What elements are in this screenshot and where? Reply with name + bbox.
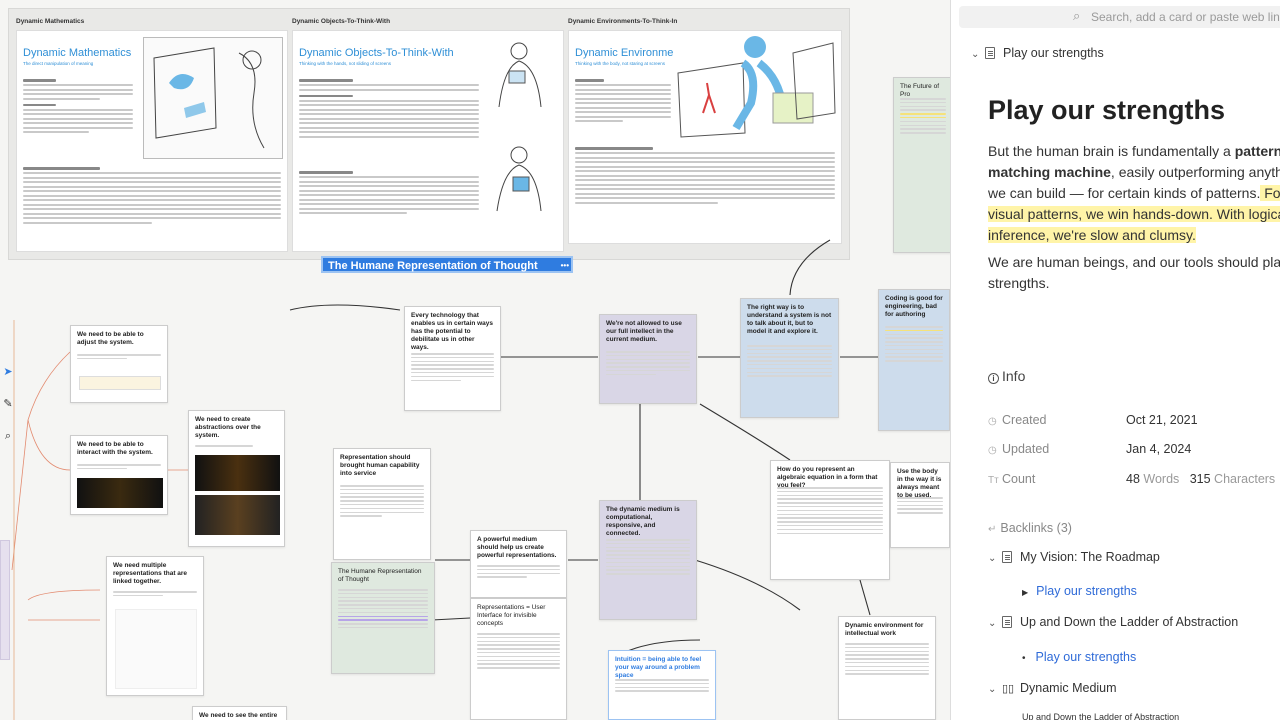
- zoom-icon[interactable]: ⌕: [4, 430, 12, 442]
- backlink-item[interactable]: ⌄▯▯Dynamic Medium: [988, 681, 1117, 695]
- card-intuition[interactable]: Intuition = being able to feel your way …: [608, 650, 716, 720]
- main-title-chip[interactable]: The Humane Representation of Thought •••: [321, 256, 573, 273]
- caret-right-icon: ▶: [1022, 588, 1029, 597]
- card-title: Coding is good for engineering, bad for …: [885, 295, 943, 318]
- paper-title: Dynamic Mathematics: [23, 47, 132, 59]
- text-icon: Tт: [988, 475, 999, 486]
- document-icon: [1002, 551, 1012, 563]
- card-every-tech[interactable]: Every technology that enables us in cert…: [404, 306, 501, 411]
- card-title: We need to create abstractions over the …: [195, 416, 261, 439]
- paper-dynamic-environments[interactable]: Dynamic Environments-To-Think-In Thinkin…: [568, 30, 842, 244]
- search-input[interactable]: Search, add a card or paste web link: [1091, 10, 1280, 24]
- card-title: We need to be able to interact with the …: [77, 441, 153, 456]
- sketch-illustration: [143, 37, 283, 159]
- sketch-illustration: [479, 141, 559, 217]
- chevron-down-icon[interactable]: ⌄: [971, 49, 980, 60]
- bullet-icon: •: [1022, 653, 1026, 664]
- paper-title: Dynamic Objects-To-Think-With: [299, 47, 454, 59]
- chevron-down-icon: ⌄: [988, 618, 997, 629]
- card-title: The dynamic medium is computational, res…: [606, 506, 680, 537]
- pen-icon[interactable]: ✎: [3, 398, 13, 410]
- created-value: Oct 21, 2021: [1126, 413, 1198, 427]
- card-representation[interactable]: Representation should brought human capa…: [333, 448, 431, 560]
- card-multiple[interactable]: We need multiple representations that ar…: [106, 556, 204, 696]
- updated-label: ◷Updated: [988, 442, 1050, 456]
- backlink-context[interactable]: ▶Play our strengths: [1022, 584, 1137, 598]
- chevron-down-icon: ⌄: [988, 553, 997, 564]
- card-abstractions[interactable]: We need to create abstractions over the …: [188, 410, 285, 547]
- card-title: A powerful medium should help us create …: [477, 536, 557, 559]
- created-label: ◷Created: [988, 413, 1047, 427]
- page-title: Play our strengths: [988, 95, 1226, 125]
- document-icon: [1002, 616, 1012, 628]
- card-env-intellectual[interactable]: Dynamic environment for intellectual wor…: [838, 616, 936, 720]
- updated-value: Jan 4, 2024: [1126, 442, 1192, 456]
- paper-subtitle: The direct manipulation of meaning: [23, 61, 94, 66]
- card-adjust[interactable]: We need to be able to adjust the system.: [70, 325, 168, 403]
- card-title: The Humane Representation of Thought: [338, 568, 422, 583]
- card-see-entire[interactable]: We need to see the entire: [192, 706, 287, 720]
- card-title: We need to see the entire: [199, 712, 278, 719]
- backlinks-header[interactable]: ↵Backlinks (3): [988, 521, 1072, 535]
- card-title: Representations = User Interface for inv…: [477, 604, 546, 627]
- card-title: Dynamic environment for intellectual wor…: [845, 622, 924, 637]
- card-powerful[interactable]: A powerful medium should help us create …: [470, 530, 567, 598]
- panel-heading: Dynamic Mathematics: [16, 18, 85, 25]
- card-title: How do you represent an algebraic equati…: [777, 466, 878, 489]
- doc-header-title: Play our strengths: [1003, 46, 1104, 60]
- card-body[interactable]: Use the body in the way it is always mea…: [890, 462, 950, 548]
- body-paragraph-2: We are human beings, and our tools shoul…: [988, 254, 1280, 291]
- backlink-item[interactable]: ⌄My Vision: The Roadmap: [988, 550, 1160, 564]
- card-algebraic[interactable]: How do you represent an algebraic equati…: [770, 460, 890, 580]
- sketch-illustration: [479, 37, 559, 113]
- card-title: Intuition = being able to feel your way …: [615, 656, 702, 679]
- book-icon: ▯▯: [1002, 683, 1015, 695]
- panel-heading: Dynamic Environments-To-Think-In: [568, 18, 678, 25]
- search-bar[interactable]: ⌕ Search, add a card or paste web link: [959, 6, 1280, 28]
- paper-subtitle: Thinking with the body, not staring at s…: [575, 61, 665, 66]
- card-right-way[interactable]: The right way is to understand a system …: [740, 298, 839, 418]
- paper-subtitle: Thinking with the hands, not sliding of …: [299, 61, 392, 66]
- search-icon: ⌕: [1073, 8, 1081, 23]
- clock-icon: ◷: [988, 445, 997, 456]
- backlink-item[interactable]: ⌄Up and Down the Ladder of Abstraction: [988, 615, 1239, 629]
- card-not-allowed[interactable]: We're not allowed to use our full intell…: [599, 314, 697, 404]
- panel-heading: Dynamic Objects-To-Think-With: [292, 18, 391, 25]
- card-title: The Future of Pro: [900, 83, 940, 98]
- card-title: We need multiple representations that ar…: [113, 562, 188, 585]
- document-icon: [985, 47, 995, 59]
- sketch-illustration: [673, 33, 839, 139]
- card-title: Use the body in the way it is always mea…: [897, 468, 942, 499]
- card-title: The right way is to understand a system …: [747, 304, 832, 335]
- card-interact[interactable]: We need to be able to interact with the …: [70, 435, 168, 515]
- backlink-context[interactable]: Up and Down the Ladder of Abstraction: [1022, 712, 1180, 720]
- card-inspector-panel: ⌕ Search, add a card or paste web link ⌄…: [950, 0, 1280, 720]
- main-title: The Humane Representation of Thought: [328, 260, 538, 272]
- backlink-context[interactable]: •Play our strengths: [1022, 650, 1137, 664]
- paper-dynamic-objects[interactable]: Dynamic Objects-To-Think-With Thinking w…: [292, 30, 564, 252]
- card-humane[interactable]: The Humane Representation of Thought: [331, 562, 435, 674]
- card-title: Representation should brought human capa…: [340, 454, 420, 477]
- whiteboard-canvas[interactable]: Dynamic Mathematics Dynamic Objects-To-T…: [0, 0, 950, 720]
- card-dynamic-medium[interactable]: The dynamic medium is computational, res…: [599, 500, 697, 620]
- more-icon[interactable]: •••: [560, 261, 569, 270]
- side-strip: [0, 540, 10, 660]
- card-title: We're not allowed to use our full intell…: [606, 320, 682, 343]
- card-coding[interactable]: Coding is good for engineering, bad for …: [878, 289, 950, 431]
- doc-header[interactable]: ⌄ Play our strengths: [971, 46, 1104, 60]
- card-rep-ui[interactable]: Representations = User Interface for inv…: [470, 598, 567, 720]
- backlink-icon: ↵: [988, 524, 997, 535]
- card-title: We need to be able to adjust the system.: [77, 331, 144, 346]
- card-title: Every technology that enables us in cert…: [411, 312, 494, 351]
- count-value: 48 Words 315 Characters: [1126, 472, 1276, 486]
- chevron-down-icon: ⌄: [988, 684, 997, 695]
- body-paragraph-1: But the human brain is fundamentally a p…: [988, 141, 1280, 246]
- paper-dynamic-mathematics[interactable]: Dynamic Mathematics The direct manipulat…: [16, 30, 288, 252]
- clock-icon: ◷: [988, 416, 997, 427]
- card-future-programming[interactable]: The Future of Pro: [893, 77, 950, 253]
- info-icon: i: [988, 373, 999, 384]
- select-icon[interactable]: ➤: [3, 366, 13, 378]
